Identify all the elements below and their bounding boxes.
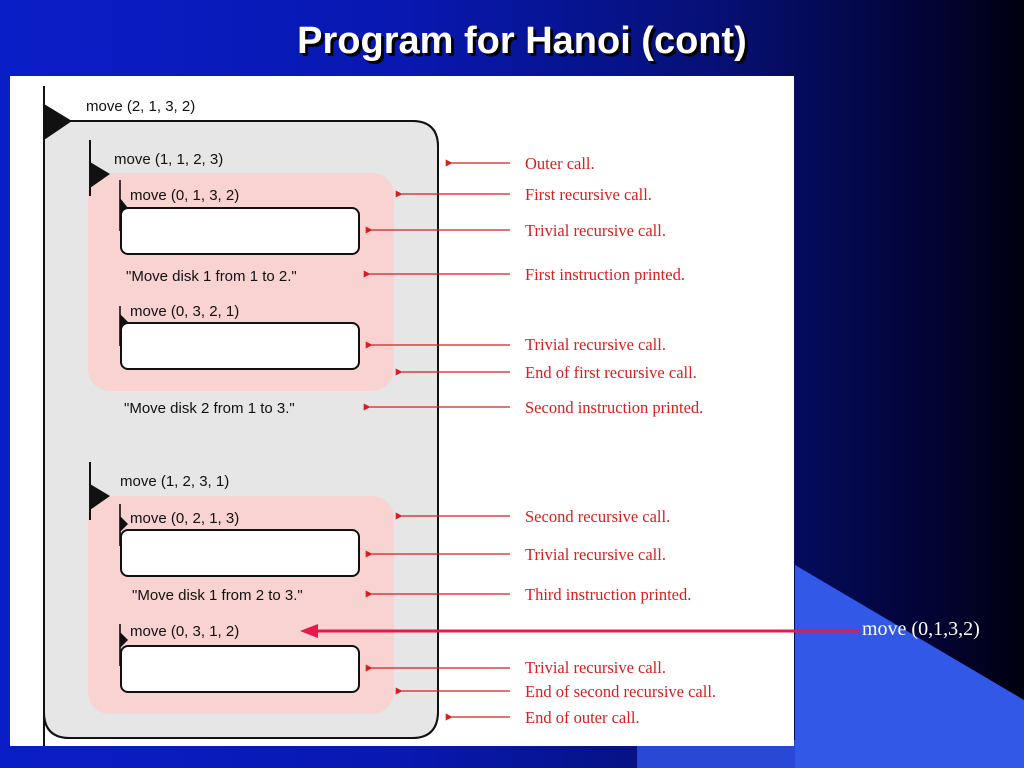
hanoi-call-trace-diagram: move (2, 1, 3, 2) move (1, 1, 2, 3) move…: [43, 86, 716, 746]
call-label-first-level: move (1, 1, 2, 3): [114, 151, 223, 168]
annotation-end-outer: End of outer call.: [525, 708, 640, 727]
callout-label: move (0,1,3,2): [862, 618, 980, 640]
call-label-outer: move (2, 1, 3, 2): [86, 98, 195, 115]
call-label-first-trivial-b: move (0, 3, 2, 1): [130, 303, 239, 320]
annotation-second-instruction: Second instruction printed.: [525, 398, 703, 417]
diagram-panel: move (2, 1, 3, 2) move (1, 1, 2, 3) move…: [10, 76, 794, 746]
annotation-end-first: End of first recursive call.: [525, 363, 697, 382]
call-label-first-trivial-a: move (0, 1, 3, 2): [130, 187, 239, 204]
annotation-trivial-4: Trivial recursive call.: [525, 658, 666, 677]
call-label-second-level: move (1, 2, 3, 1): [120, 473, 229, 490]
annotation-first-recursive: First recursive call.: [525, 185, 652, 204]
fourth-trivial-call-box: [120, 645, 360, 693]
annotation-second-recursive: Second recursive call.: [525, 507, 670, 526]
annotation-trivial-2: Trivial recursive call.: [525, 335, 666, 354]
call-label-second-trivial-a: move (0, 2, 1, 3): [130, 510, 239, 527]
instruction-second: "Move disk 2 from 1 to 3.": [124, 400, 295, 417]
annotation-outer-call: Outer call.: [525, 154, 595, 173]
annotation-trivial-1: Trivial recursive call.: [525, 221, 666, 240]
annotation-third-instruction: Third instruction printed.: [525, 585, 691, 604]
annotation-first-instruction: First instruction printed.: [525, 265, 685, 284]
slide-title: Program for Hanoi (cont): [297, 20, 747, 62]
annotation-trivial-3: Trivial recursive call.: [525, 545, 666, 564]
second-trivial-call-box: [120, 322, 360, 370]
first-trivial-call-box: [120, 207, 360, 255]
third-trivial-call-box: [120, 529, 360, 577]
annotation-end-second: End of second recursive call.: [525, 682, 716, 701]
instruction-first: "Move disk 1 from 1 to 2.": [126, 268, 297, 285]
instruction-third: "Move disk 1 from 2 to 3.": [132, 587, 303, 604]
call-label-second-trivial-b: move (0, 3, 1, 2): [130, 623, 239, 640]
